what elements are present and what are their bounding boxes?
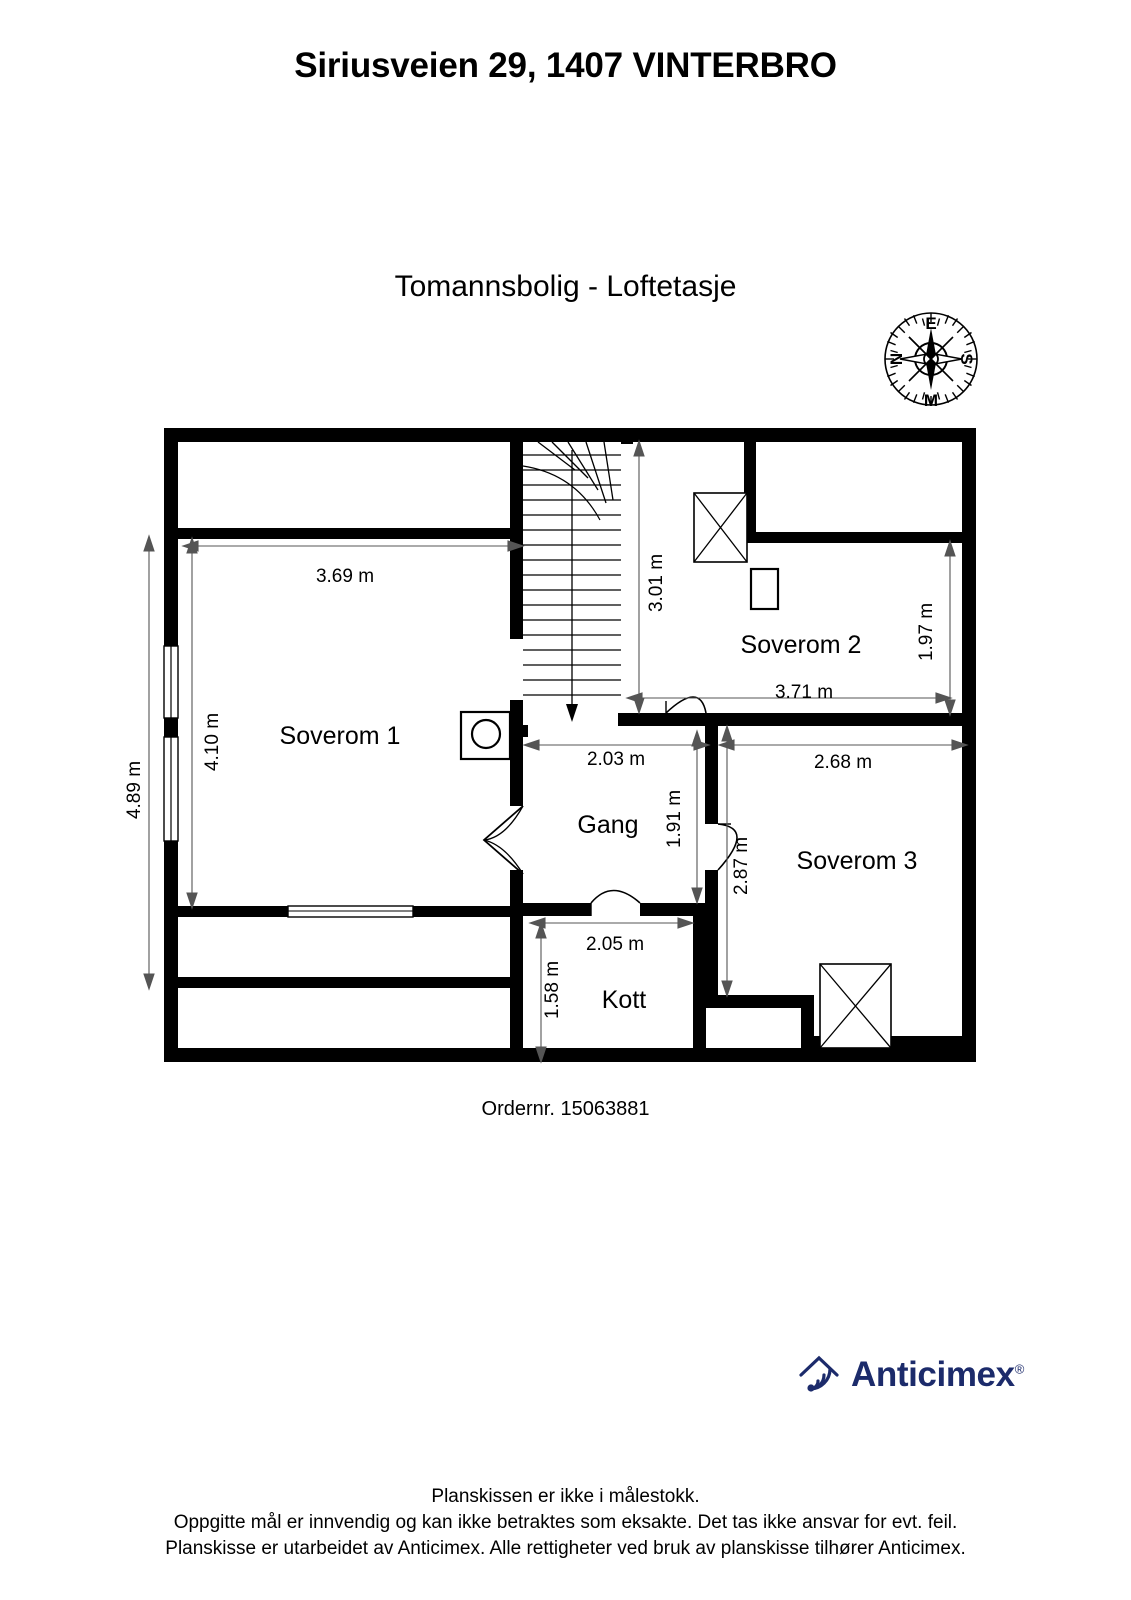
wall-kott-top-right — [640, 903, 706, 916]
dimension-lines-group — [143, 439, 969, 1064]
dimension-labels-group: 3.69 m 4.10 m 4.89 m 3.01 m 1.97 m 3.71 … — [124, 554, 937, 1019]
doors-group — [482, 696, 738, 916]
dimension-label-3-01: 3.01 m — [646, 554, 667, 612]
door-soverom3 — [717, 823, 738, 871]
wall-gang-top — [618, 713, 722, 726]
dimension-label-2-03: 2.03 m — [587, 749, 645, 770]
room-label-kott: Kott — [602, 986, 647, 1014]
room-label-soverom-2: Soverom 2 — [741, 631, 862, 659]
anticimex-wordmark: Anticimex® — [851, 1355, 1025, 1394]
anticimex-logo: Anticimex® — [797, 1352, 1059, 1398]
staircase — [522, 441, 621, 722]
room-label-soverom-1: Soverom 1 — [280, 722, 401, 750]
wall-soverom1-right-bottom — [510, 870, 523, 1062]
wall-lower-left-horizontal — [178, 977, 521, 988]
wall-soverom2-bottom — [718, 713, 964, 726]
disclaimer-line-3: Planskisse er utarbeidet av Anticimex. A… — [165, 1538, 966, 1559]
dimension-label-2-68: 2.68 m — [814, 752, 872, 773]
wall-exterior-right — [962, 428, 976, 1062]
wall-soverom2-top-knee — [744, 532, 964, 543]
page-title: Siriusveien 29, 1407 VINTERBRO — [294, 46, 837, 85]
order-number: Ordernr. 15063881 — [481, 1098, 650, 1120]
wall-gang-top-left-stub — [510, 725, 528, 737]
dimension-label-4-10: 4.10 m — [202, 713, 223, 771]
wall-kott-right — [693, 916, 706, 1062]
room-labels-group: Soverom 1 Soverom 2 Soverom 3 Gang Kott — [280, 631, 918, 1014]
dimension-label-3-69: 3.69 m — [316, 566, 374, 587]
windows-group — [163, 645, 414, 918]
wall-kott-top-left — [523, 903, 591, 916]
dimension-label-1-91: 1.91 m — [664, 790, 685, 848]
fixtures-group — [459, 492, 892, 1049]
compass-label-top: E — [925, 314, 936, 333]
wall-knee-top-left — [178, 528, 521, 539]
compass-icon: E M N S — [884, 312, 978, 410]
compass-rose: E M N S — [879, 307, 983, 411]
fixture-box-soverom2 — [749, 567, 780, 611]
wall-gang-right-lower — [705, 870, 718, 995]
compass-label-right: S — [957, 353, 976, 364]
compass-label-bottom: M — [924, 391, 938, 410]
wall-soverom1-right-upper — [510, 428, 523, 639]
registered-mark: ® — [1014, 1361, 1025, 1377]
wall-exterior-bottom — [164, 1048, 976, 1062]
door-kott — [590, 889, 641, 904]
wall-gang-right-upper — [705, 726, 718, 824]
dimension-label-4-89: 4.89 m — [124, 761, 145, 819]
wall-soverom3-closet-left — [801, 995, 814, 1049]
anticimex-mark-icon — [799, 1355, 839, 1392]
door-soverom2 — [665, 696, 707, 714]
dimension-label-2-87: 2.87 m — [731, 837, 752, 895]
wall-soverom3-bottom-left — [705, 995, 813, 1008]
fixture-circle-icon — [470, 718, 502, 750]
room-label-gang: Gang — [577, 811, 638, 839]
anticimex-dot-icon — [807, 1384, 815, 1392]
dimension-label-1-58: 1.58 m — [542, 961, 563, 1019]
wall-exterior-top — [164, 428, 976, 442]
disclaimer-line-2: Oppgitte mål er innvendig og kan ikke be… — [173, 1512, 958, 1533]
wall-soverom2-bottom-corner — [705, 713, 718, 726]
disclaimer: Planskissen er ikke i målestokk. Oppgitt… — [0, 1484, 1131, 1562]
wall-soverom1-right-lower — [510, 700, 523, 806]
room-label-soverom-3: Soverom 3 — [797, 847, 918, 875]
plan-subtitle: Tomannsbolig - Loftetasje — [394, 270, 737, 303]
disclaimer-line-1: Planskissen er ikke i målestokk. — [431, 1486, 700, 1507]
dimension-label-2-05: 2.05 m — [586, 934, 644, 955]
dimension-label-3-71: 3.71 m — [775, 682, 833, 703]
compass-label-left: N — [887, 353, 906, 365]
wall-stair-right-top — [621, 428, 633, 444]
dimension-label-1-97: 1.97 m — [916, 603, 937, 661]
